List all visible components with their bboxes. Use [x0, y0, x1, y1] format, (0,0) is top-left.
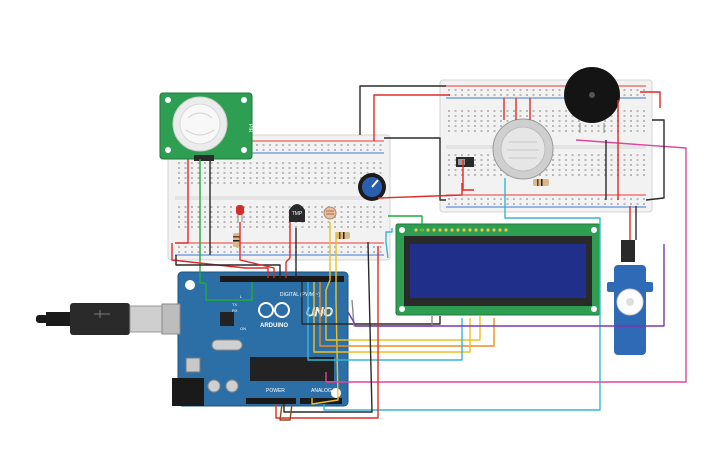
digital-label: DIGITAL (PWM ~)	[280, 292, 320, 298]
wire-switch-red	[462, 160, 474, 191]
potentiometer[interactable]	[358, 173, 386, 201]
breadboard-left-holes	[178, 144, 382, 253]
pir-label: PIR	[247, 124, 253, 133]
rx-label: RX	[232, 308, 238, 313]
wire-pir-green2	[205, 282, 253, 301]
wire-pot-red	[377, 183, 463, 199]
gas-sensor[interactable]	[492, 118, 554, 180]
atmega-chip	[250, 357, 334, 381]
wire-lcd-cyan	[385, 228, 393, 259]
capacitor-1	[207, 379, 221, 393]
reset-button[interactable]	[185, 357, 201, 373]
center-channel	[175, 196, 384, 200]
analog-label: ANALOG IN	[311, 388, 339, 394]
arduino-brand: ARDUINO	[260, 323, 288, 329]
wire-right-red	[640, 91, 661, 108]
wire-pir-vcc	[175, 159, 189, 244]
wire-buzzer-pink	[325, 139, 687, 383]
wire-right-black	[645, 119, 665, 201]
temperature-sensor[interactable]: TMP	[289, 204, 305, 222]
wire-rail-red	[171, 243, 269, 278]
capacitor-2	[225, 379, 239, 393]
power-header	[246, 398, 296, 404]
power-label: POWER	[266, 388, 285, 394]
wire-pir-out	[199, 159, 205, 284]
wire-led	[239, 222, 275, 278]
wire-lcd-cyan2	[307, 282, 463, 361]
wire-bottom-brown	[279, 403, 293, 421]
wire-top-black	[359, 85, 446, 135]
wire-lcd-black	[301, 282, 441, 325]
usb-chip	[220, 312, 234, 326]
wire-lcd-orange	[319, 282, 495, 347]
lcd-pin-header	[414, 228, 508, 232]
temp-sensor-label: TMP	[292, 211, 303, 217]
analog-header	[300, 398, 342, 404]
wire-servo-purple	[347, 244, 665, 327]
wire-temp-red	[285, 222, 291, 278]
power-jack[interactable]	[172, 378, 204, 406]
red-led[interactable]	[236, 205, 244, 222]
wire-rail-black	[175, 255, 281, 278]
piezo-buzzer[interactable]	[564, 67, 620, 133]
wire-lcd-yellow2	[313, 282, 471, 353]
wire-bridge-black	[384, 137, 446, 201]
wire-bottom-red	[275, 246, 379, 419]
arduino-logo: ARDUINO	[258, 302, 290, 329]
tx-label: TX	[232, 302, 237, 307]
wires	[171, 85, 687, 421]
wire-lcd-green	[388, 215, 423, 232]
resistor-ldr[interactable]	[336, 232, 350, 239]
wire-gas-cyan	[323, 178, 601, 411]
usb-cable[interactable]	[36, 303, 181, 335]
l-label: L	[240, 294, 243, 299]
pir-sensor[interactable]	[159, 92, 253, 161]
lcd-16x2[interactable]	[395, 223, 601, 316]
on-label: ON	[240, 326, 246, 331]
resistor-right[interactable]	[533, 179, 549, 186]
wire-ldr-yellow2	[311, 232, 339, 405]
digital-header	[220, 276, 344, 282]
crystal	[211, 339, 243, 351]
wire-bottom-black	[283, 241, 373, 413]
servo-motor[interactable]	[607, 240, 653, 355]
resistor-led[interactable]	[233, 233, 240, 247]
photoresistor[interactable]	[323, 206, 337, 220]
wire-top-red	[373, 94, 450, 141]
wire-ldr-yellow	[325, 222, 481, 341]
arduino-uno[interactable]: ARDUINO UNO DIGITAL (PWM ~) POWER ANALOG…	[172, 271, 349, 407]
slide-switch[interactable]	[456, 157, 474, 167]
